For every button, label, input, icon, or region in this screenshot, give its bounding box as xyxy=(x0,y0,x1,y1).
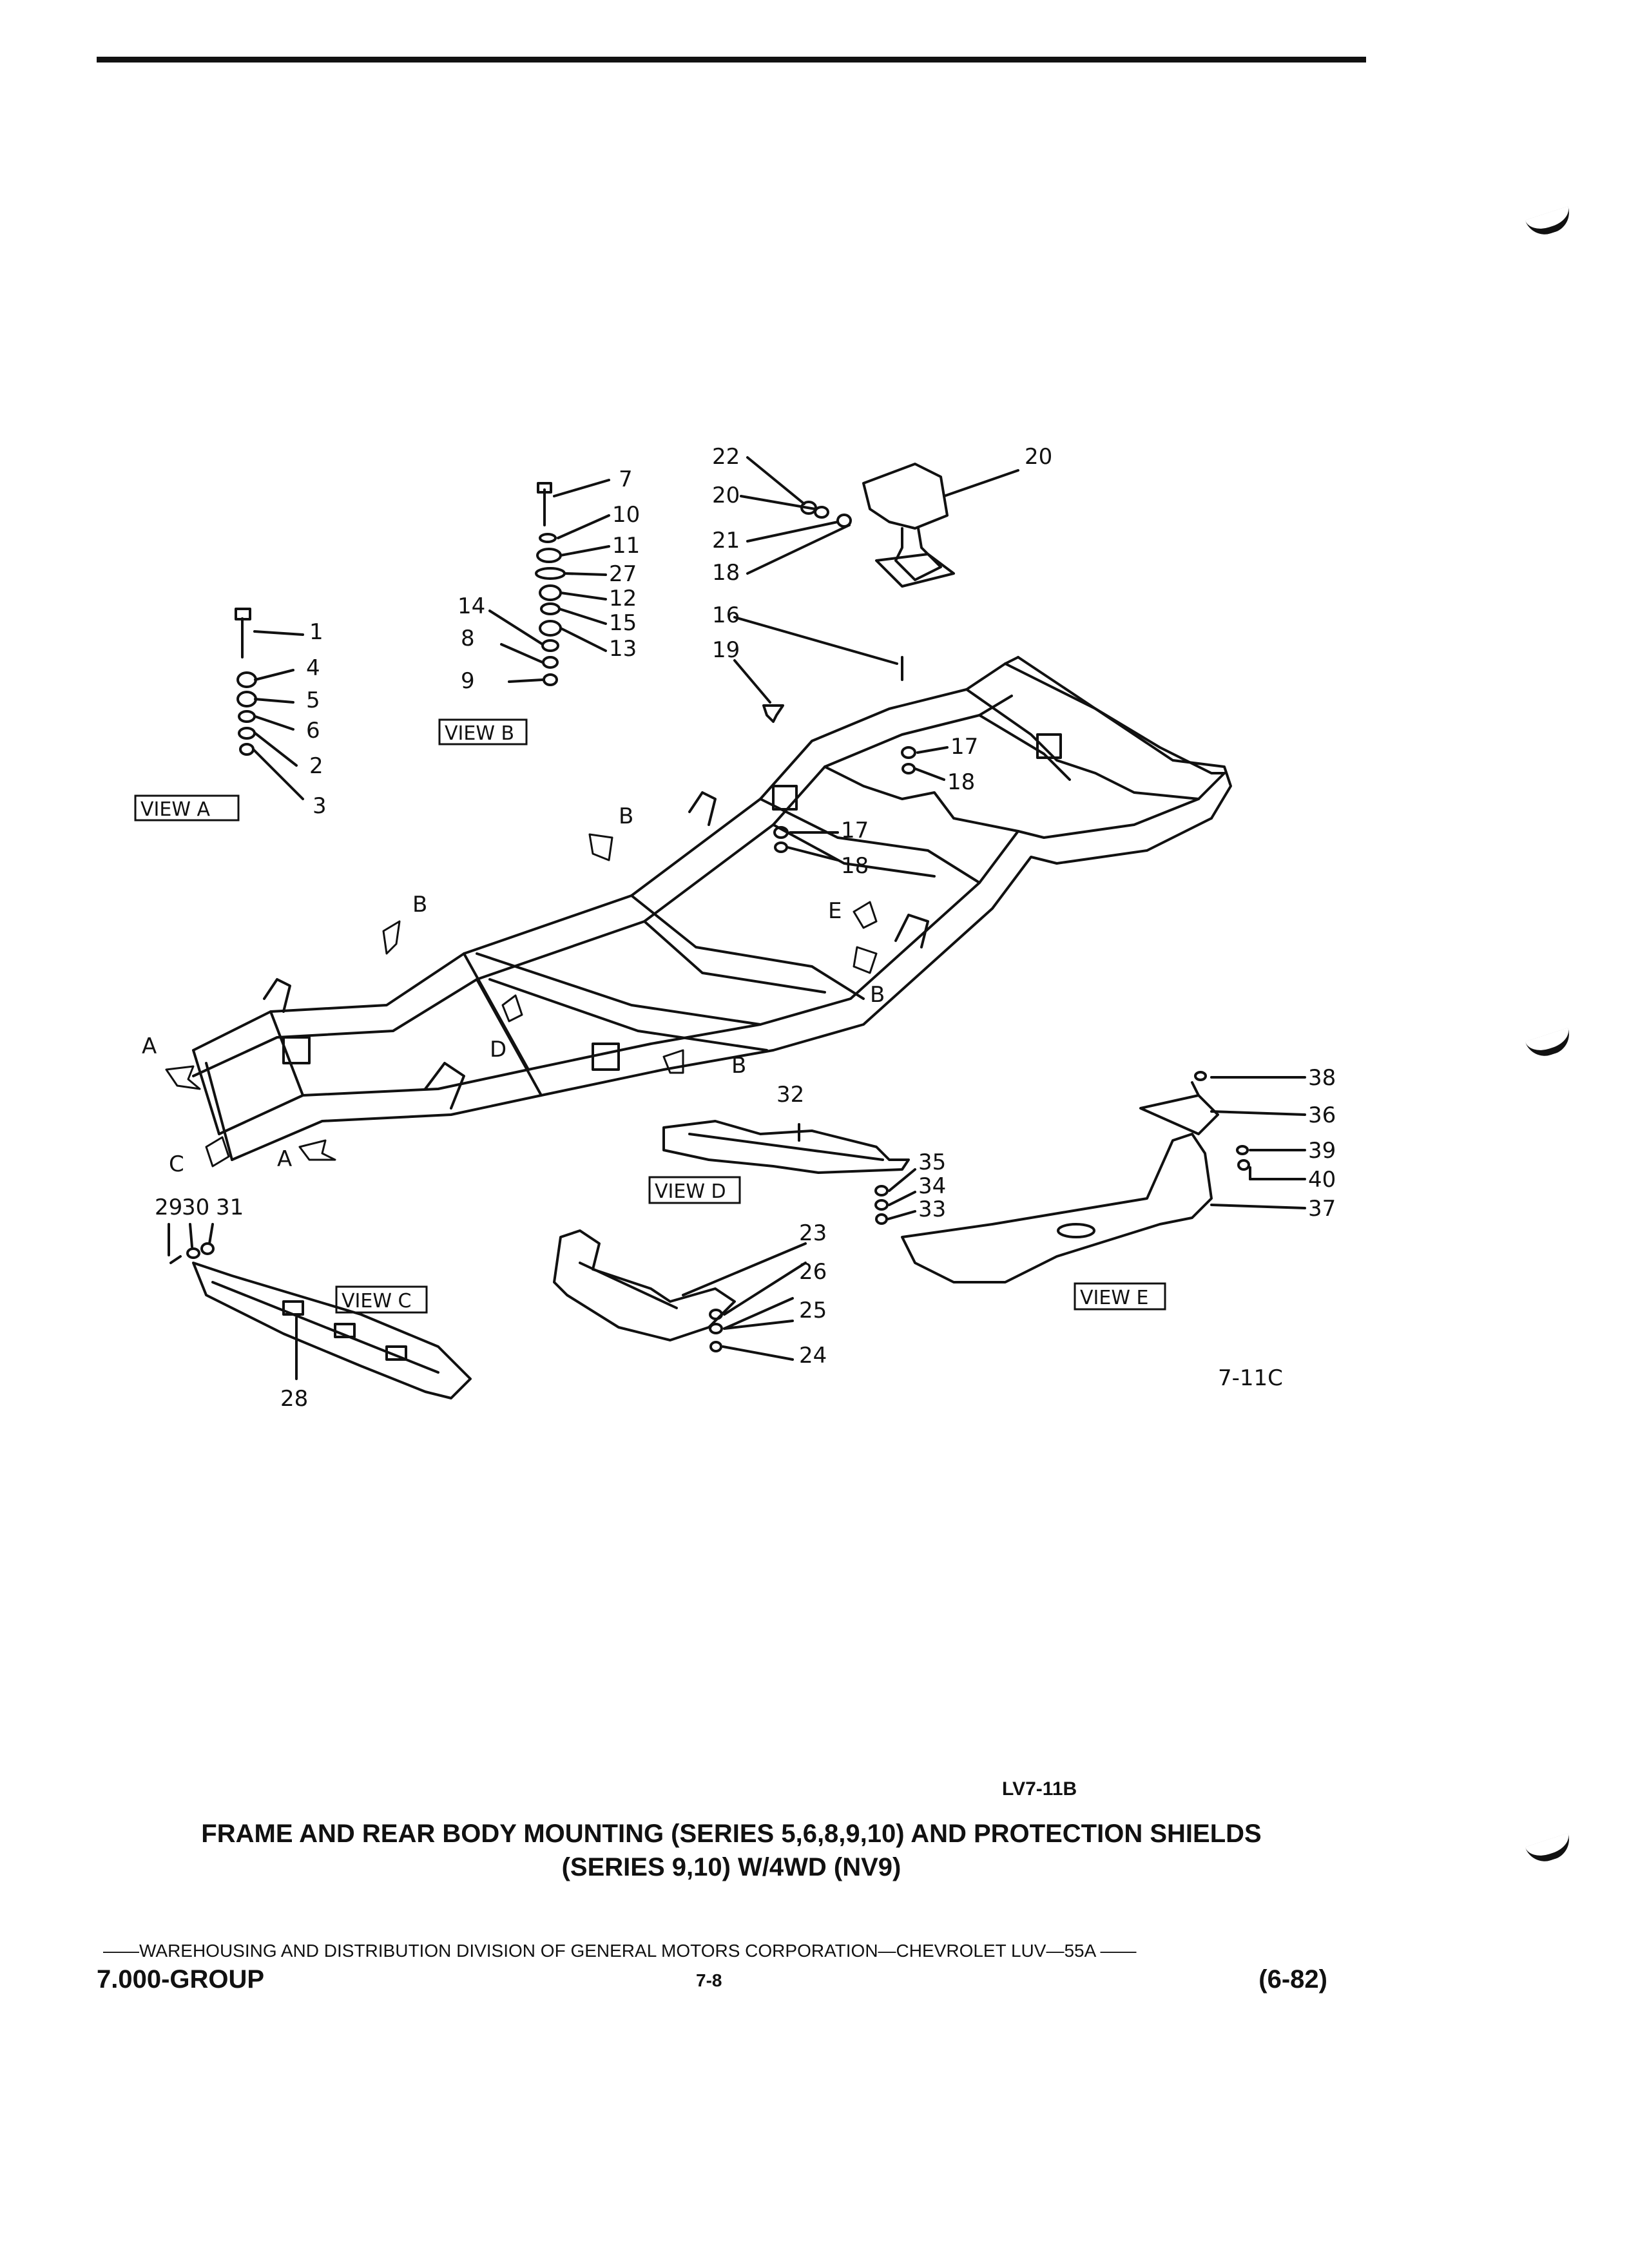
view-arrows xyxy=(165,833,878,1168)
part-number: 6 xyxy=(306,718,320,744)
title-line-2: (SERIES 9,10) W/4WD (NV9) xyxy=(561,1853,901,1881)
part-number: 1 xyxy=(309,619,323,645)
view-labels: VIEW A VIEW B VIEW C VIEW D VIEW E xyxy=(134,718,1166,1314)
top-rule xyxy=(97,57,1366,62)
frame-callout: E xyxy=(828,898,842,924)
svg-text:VIEW A: VIEW A xyxy=(140,798,211,821)
view-d-shields xyxy=(553,1120,916,1361)
view-label-c: VIEW C xyxy=(335,1285,428,1314)
part-number: 29 xyxy=(155,1195,182,1220)
part-number: 39 xyxy=(1308,1138,1336,1164)
part-number: 13 xyxy=(609,636,637,662)
footer-group: 7.000-GROUP xyxy=(97,1965,265,1994)
frame-callout: A xyxy=(142,1033,157,1059)
part-number: 21 xyxy=(712,528,740,553)
part-number: 17 xyxy=(841,818,869,843)
part-number: 11 xyxy=(612,533,640,559)
svg-text:VIEW E: VIEW E xyxy=(1080,1287,1148,1309)
part-number: 27 xyxy=(609,561,637,587)
part-number: 22 xyxy=(712,444,740,470)
part-number: 30 xyxy=(182,1195,209,1220)
view-label-b: VIEW B xyxy=(438,718,528,745)
frame-callout: B xyxy=(870,982,885,1008)
part-number: 2 xyxy=(309,753,323,779)
part-number: 20 xyxy=(712,483,740,508)
view-e-shield xyxy=(901,1071,1306,1283)
svg-text:VIEW B: VIEW B xyxy=(445,722,514,745)
footer: 7.000-GROUP 7-8 (6-82) xyxy=(97,1965,1327,1997)
part-number: 33 xyxy=(918,1196,946,1222)
title-line-1: FRAME AND REAR BODY MOUNTING (SERIES 5,6… xyxy=(201,1820,1262,1848)
part-number: 18 xyxy=(841,853,869,879)
frame-callout: C xyxy=(169,1151,184,1177)
part-number: 38 xyxy=(1308,1065,1336,1091)
frame-assembly xyxy=(192,656,1232,1161)
footer-publisher-line: ——WAREHOUSING AND DISTRIBUTION DIVISION … xyxy=(103,1941,1137,1961)
part-number: 10 xyxy=(612,502,640,528)
reference-code: LV7-11B xyxy=(1002,1778,1077,1800)
part-number: 15 xyxy=(609,610,637,636)
view-a-parts xyxy=(235,608,304,800)
view-c-shield xyxy=(168,1223,472,1399)
part-number: 17 xyxy=(950,734,978,760)
part-number: 23 xyxy=(799,1220,827,1246)
figure-id: 7-11C xyxy=(1218,1365,1283,1391)
footer-page-number: 7-8 xyxy=(696,1970,722,1990)
view-label-e: VIEW E xyxy=(1074,1282,1166,1311)
part-number: 7 xyxy=(619,466,633,492)
part-number: 37 xyxy=(1308,1196,1336,1222)
view-b-parts xyxy=(488,479,610,686)
part-number: 20 xyxy=(1025,444,1052,470)
part-number: 32 xyxy=(776,1082,804,1108)
part-number: 35 xyxy=(918,1149,946,1175)
part-number: 24 xyxy=(799,1343,827,1369)
part-number: 16 xyxy=(712,602,740,628)
part-number: 18 xyxy=(947,769,975,795)
part-number: 3 xyxy=(313,793,327,819)
view-label-a: VIEW A xyxy=(134,794,240,822)
page-title: FRAME AND REAR BODY MOUNTING (SERIES 5,6… xyxy=(97,1817,1366,1884)
rear-mount-parts xyxy=(733,456,1019,861)
part-number: 4 xyxy=(306,655,320,681)
part-number: 9 xyxy=(461,668,475,694)
part-number: 5 xyxy=(306,687,320,713)
part-number: 26 xyxy=(799,1259,827,1285)
part-number: 12 xyxy=(609,586,637,611)
part-number: 36 xyxy=(1308,1102,1336,1128)
part-number: 34 xyxy=(918,1173,946,1199)
part-number: 8 xyxy=(461,626,475,651)
svg-text:VIEW D: VIEW D xyxy=(655,1180,726,1203)
part-number: 25 xyxy=(799,1298,827,1323)
footer-date: (6-82) xyxy=(1258,1965,1327,1994)
frame-callout: B xyxy=(731,1053,746,1079)
frame-callout: D xyxy=(490,1037,506,1062)
view-label-d: VIEW D xyxy=(648,1176,741,1204)
part-number: 31 xyxy=(216,1195,244,1220)
part-number: 40 xyxy=(1308,1167,1336,1193)
part-number: 19 xyxy=(712,637,740,663)
svg-text:VIEW C: VIEW C xyxy=(342,1290,411,1312)
frame-callout: A xyxy=(277,1146,292,1172)
frame-callout: B xyxy=(412,892,427,918)
part-labels: 1 4 5 6 2 3 7 10 11 27 12 15 13 14 8 9 2… xyxy=(142,444,1336,1412)
part-number: 28 xyxy=(280,1386,308,1412)
part-number: 14 xyxy=(458,593,485,619)
part-number: 18 xyxy=(712,560,740,586)
frame-callout: B xyxy=(619,803,633,829)
